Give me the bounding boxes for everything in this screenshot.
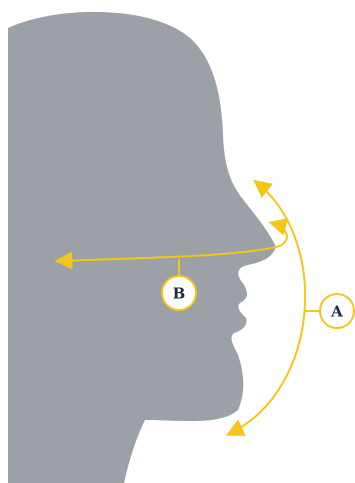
head-silhouette <box>8 11 276 483</box>
callout-a-label: A <box>330 303 343 321</box>
callout-a: A <box>319 293 355 329</box>
callout-a-circle <box>319 293 355 329</box>
callout-b-circle <box>161 275 197 311</box>
measurement-a-arc <box>225 179 307 436</box>
callout-b: B <box>161 275 197 311</box>
callout-b-label: B <box>173 285 186 303</box>
